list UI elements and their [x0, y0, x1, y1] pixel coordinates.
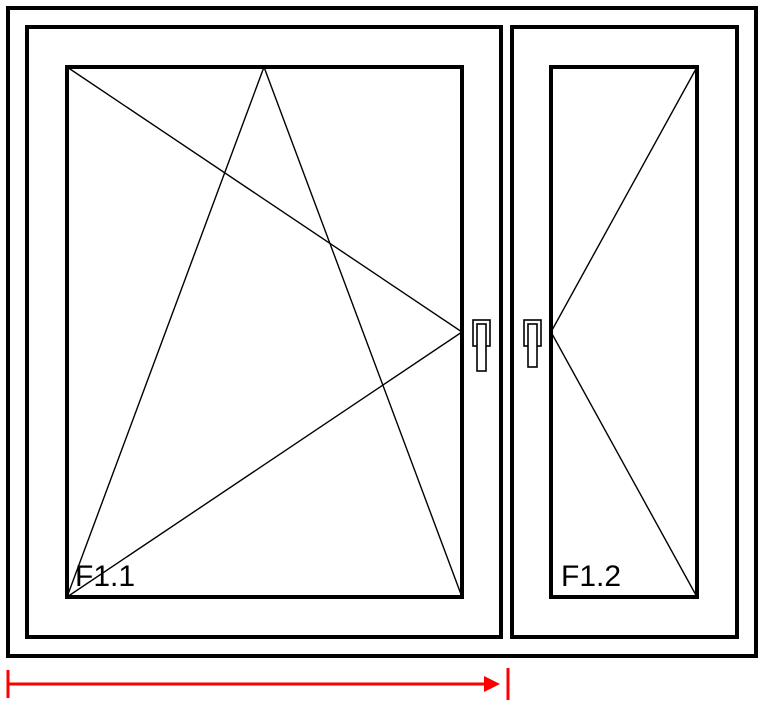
sash-f1-1-label: F1.1	[75, 560, 135, 593]
sash-f1-2-handle-icon[interactable]	[523, 319, 542, 368]
sash-f1-1-glazing	[65, 65, 464, 599]
sash-f1-2-turn-symbol	[550, 66, 698, 598]
arrow-right-icon	[484, 676, 500, 692]
dimension-line	[6, 668, 510, 700]
casement-frame-right	[510, 25, 739, 639]
sash-f1-2-glazing	[549, 65, 699, 599]
sash-f1-2-label: F1.2	[561, 560, 621, 593]
casement-frame-left	[25, 25, 503, 639]
sash-f1-2[interactable]: F1.2	[523, 65, 699, 599]
sash-f1-1-tilt-symbol	[66, 64, 463, 598]
sash-f1-1-turn-symbol	[66, 66, 464, 598]
sash-f1-1[interactable]: F1.1	[65, 64, 491, 599]
outer-frame	[6, 6, 758, 658]
sash-f1-1-handle-icon[interactable]	[472, 319, 491, 372]
